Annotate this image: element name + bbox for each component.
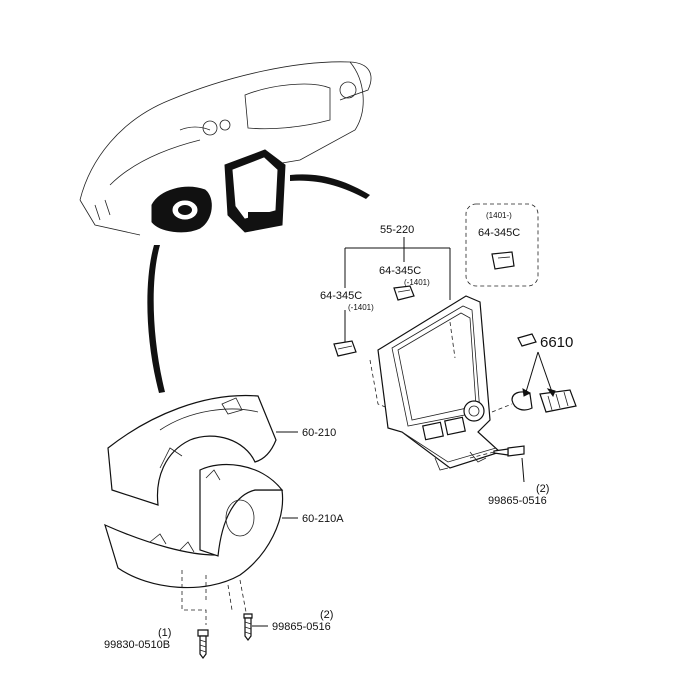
label-clip-upper-note: (-1401)	[404, 278, 430, 287]
label-upper-cover: 60-210	[302, 427, 336, 439]
clip-left	[333, 340, 357, 357]
clip-upper	[393, 285, 415, 301]
center-bezel-panel	[369, 295, 502, 471]
dashboard-outline	[79, 61, 372, 236]
label-screw-bezel: 99865-0516	[488, 495, 547, 507]
screw-cover-right	[243, 613, 268, 641]
label-screw-bezel-qty: (2)	[536, 483, 549, 495]
center-bezel-installed	[224, 149, 286, 233]
label-clip-alt: 64-345C	[478, 227, 520, 239]
upper-column-cover	[107, 394, 298, 506]
label-clip-upper: 64-345C	[379, 265, 421, 277]
label-bezel-assembly: 55-220	[380, 224, 414, 236]
bezel-leader-bracket	[344, 237, 451, 342]
column-shroud-installed	[151, 186, 212, 233]
label-screw-cover-right-qty: (2)	[320, 609, 333, 621]
label-screw-cover-left-qty: (1)	[158, 627, 171, 639]
lower-column-cover	[104, 464, 298, 625]
label-lower-cover: 60-210A	[302, 513, 344, 525]
label-screw-cover-left: 99830-0510B	[104, 639, 170, 651]
screw-bezel	[469, 445, 525, 483]
label-clip-left-note: (-1401)	[348, 303, 374, 312]
alt-clip-box	[465, 203, 539, 287]
label-clip-alt-note: (1401-)	[486, 211, 512, 220]
switch-assembly	[491, 333, 577, 413]
label-switch: 6610	[540, 334, 573, 351]
callout-arrow-column	[147, 245, 165, 393]
callout-arrow-bezel	[290, 174, 370, 199]
clip-alt	[491, 251, 515, 270]
label-clip-left: 64-345C	[320, 290, 362, 302]
label-screw-cover-right: 99865-0516	[272, 621, 331, 633]
screw-cover-left	[197, 629, 209, 659]
